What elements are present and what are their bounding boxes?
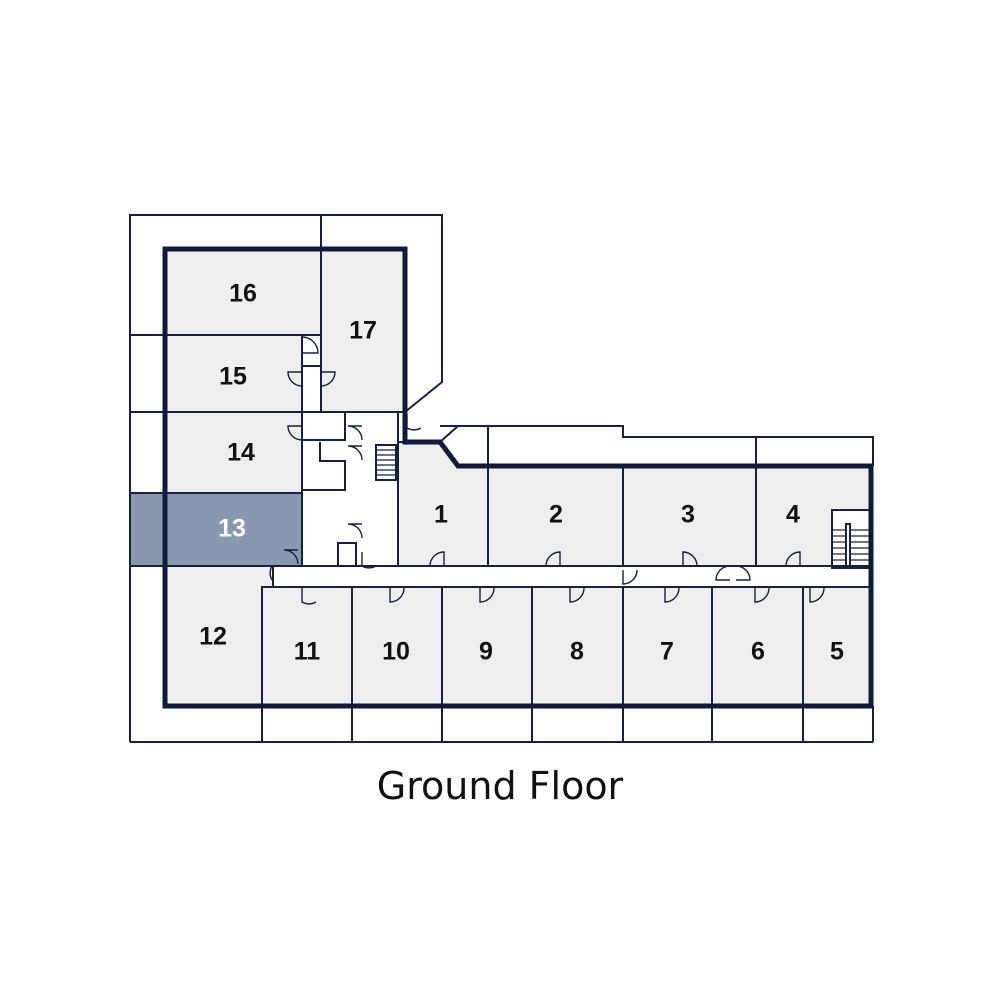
room-2[interactable] [487,465,624,567]
room-4[interactable] [755,465,872,567]
room-5[interactable] [802,586,872,707]
room-8[interactable] [531,586,624,707]
rooms [129,248,872,707]
room-13[interactable] [129,492,303,567]
room-10[interactable] [351,586,443,707]
building-outline [162,246,874,709]
room-16[interactable] [164,248,322,336]
room-15[interactable] [164,334,303,413]
stairs-east [831,509,872,569]
room-11[interactable] [261,586,353,707]
room-9[interactable] [441,586,533,707]
room-17[interactable] [320,248,406,413]
room-3[interactable] [622,465,757,567]
room-12[interactable] [164,565,274,707]
room-6[interactable] [711,586,804,707]
room-14[interactable] [164,411,303,494]
stairs-center [375,444,397,481]
room-7[interactable] [622,586,713,707]
doors [258,336,825,605]
floor-title: Ground Floor [376,764,624,808]
